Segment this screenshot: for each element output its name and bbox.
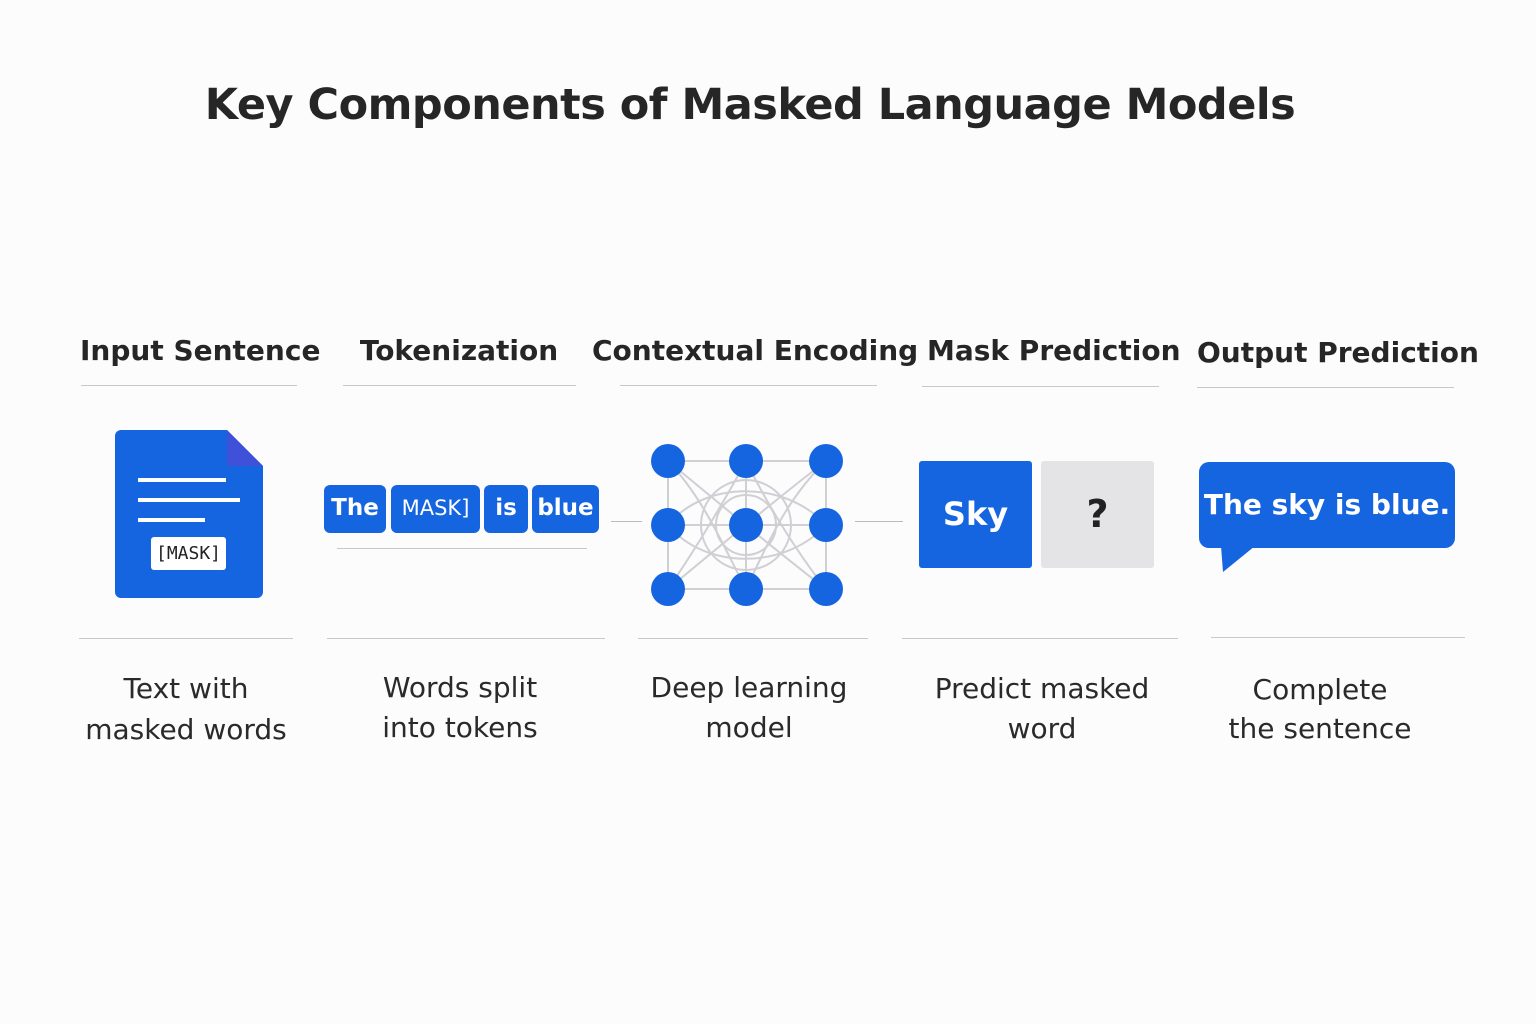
token-chip: MASK]	[391, 485, 480, 533]
page-title: Key Components of Masked Language Models	[204, 80, 1296, 130]
mask-token-chip: [MASK]	[151, 537, 226, 570]
step-heading: Input Sentence	[80, 334, 321, 367]
step-heading: Output Prediction	[1197, 336, 1479, 369]
description-divider	[902, 638, 1178, 639]
heading-divider	[81, 385, 297, 386]
step-heading: Contextual Encoding	[592, 334, 919, 367]
step-heading: Mask Prediction	[927, 334, 1181, 367]
heading-divider	[1197, 387, 1454, 388]
speech-bubble-tail-icon	[1221, 546, 1255, 572]
output-speech-bubble: The sky is blue.	[1199, 462, 1455, 548]
description-divider	[79, 638, 293, 639]
step-heading: Tokenization	[359, 334, 559, 367]
token-chip: is	[484, 485, 528, 533]
description-divider	[327, 638, 605, 639]
document-icon	[115, 430, 263, 598]
token-chip: blue	[532, 485, 599, 533]
heading-divider	[922, 386, 1159, 387]
flow-connector	[611, 521, 642, 522]
heading-divider	[620, 385, 877, 386]
heading-divider	[343, 385, 576, 386]
description-divider	[1211, 637, 1465, 638]
token-underline	[337, 548, 587, 549]
description-divider	[638, 638, 868, 639]
neural-network-icon	[651, 444, 843, 606]
token-chip: The	[324, 485, 386, 533]
predicted-word-box: Sky	[919, 461, 1032, 568]
unknown-word-box: ?	[1041, 461, 1154, 568]
flow-connector	[855, 521, 903, 522]
